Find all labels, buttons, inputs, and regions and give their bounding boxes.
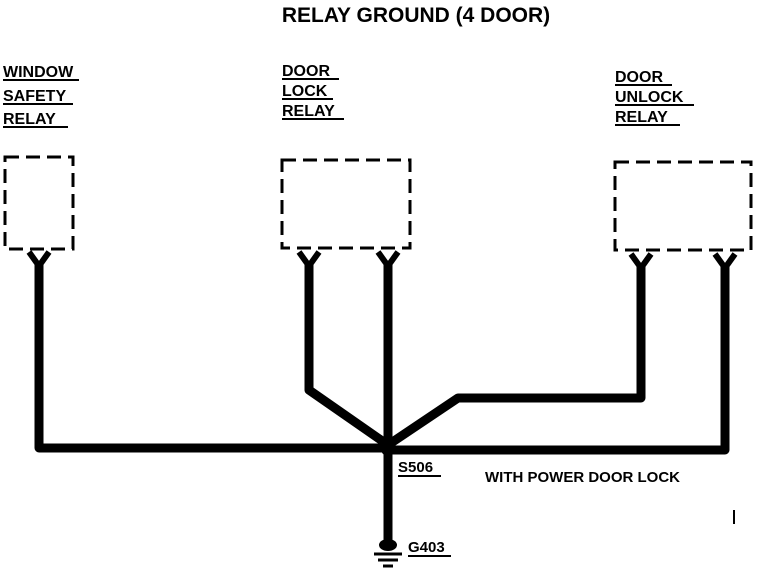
- ground-symbol: [374, 539, 402, 568]
- ground-label: G403: [408, 539, 445, 556]
- terminals: [26, 250, 738, 274]
- power-door-lock-note: WITH POWER DOOR LOCK: [485, 469, 680, 486]
- relay-3-terminal-a: [628, 252, 654, 274]
- relay-2-terminal-a: [296, 250, 322, 272]
- relay-3-label-line-1: DOOR: [615, 69, 663, 86]
- relay-2-label-line-1: DOOR: [282, 63, 330, 80]
- relay-2-label-line-2: LOCK: [282, 83, 328, 100]
- door-unlock-relay: DOOR UNLOCK RELAY: [613, 69, 753, 252]
- relay-3-label-line-2: UNLOCK: [615, 89, 684, 106]
- relay-3-label-line-3: RELAY: [615, 109, 668, 126]
- splice-label: S506: [398, 459, 433, 476]
- relay-1-label-line-1: WINDOW: [3, 64, 74, 81]
- wire-door-unlock-a: [385, 266, 646, 449]
- relay-1-label-line-2: SAFETY: [3, 88, 66, 105]
- wire-door-unlock-b: [388, 266, 730, 455]
- relay-1-box: [3, 155, 75, 251]
- wires: [34, 264, 730, 545]
- relay-1-label-line-3: RELAY: [3, 111, 56, 128]
- wire-window-safety: [34, 264, 388, 453]
- diagram-title: RELAY GROUND (4 DOOR): [282, 4, 550, 27]
- splice-point: [381, 442, 395, 456]
- door-lock-relay: DOOR LOCK RELAY: [280, 63, 412, 250]
- window-safety-relay: WINDOW SAFETY RELAY: [3, 64, 79, 251]
- relay-2-label-line-3: RELAY: [282, 103, 335, 120]
- relay-3-box: [613, 160, 753, 252]
- relay-1-terminal: [26, 250, 52, 272]
- relay-3-terminal-b: [712, 252, 738, 274]
- wire-door-lock-a: [304, 264, 391, 449]
- relay-2-terminal-b: [375, 250, 401, 272]
- relay-2-box: [280, 158, 412, 250]
- ground-node: [379, 539, 397, 551]
